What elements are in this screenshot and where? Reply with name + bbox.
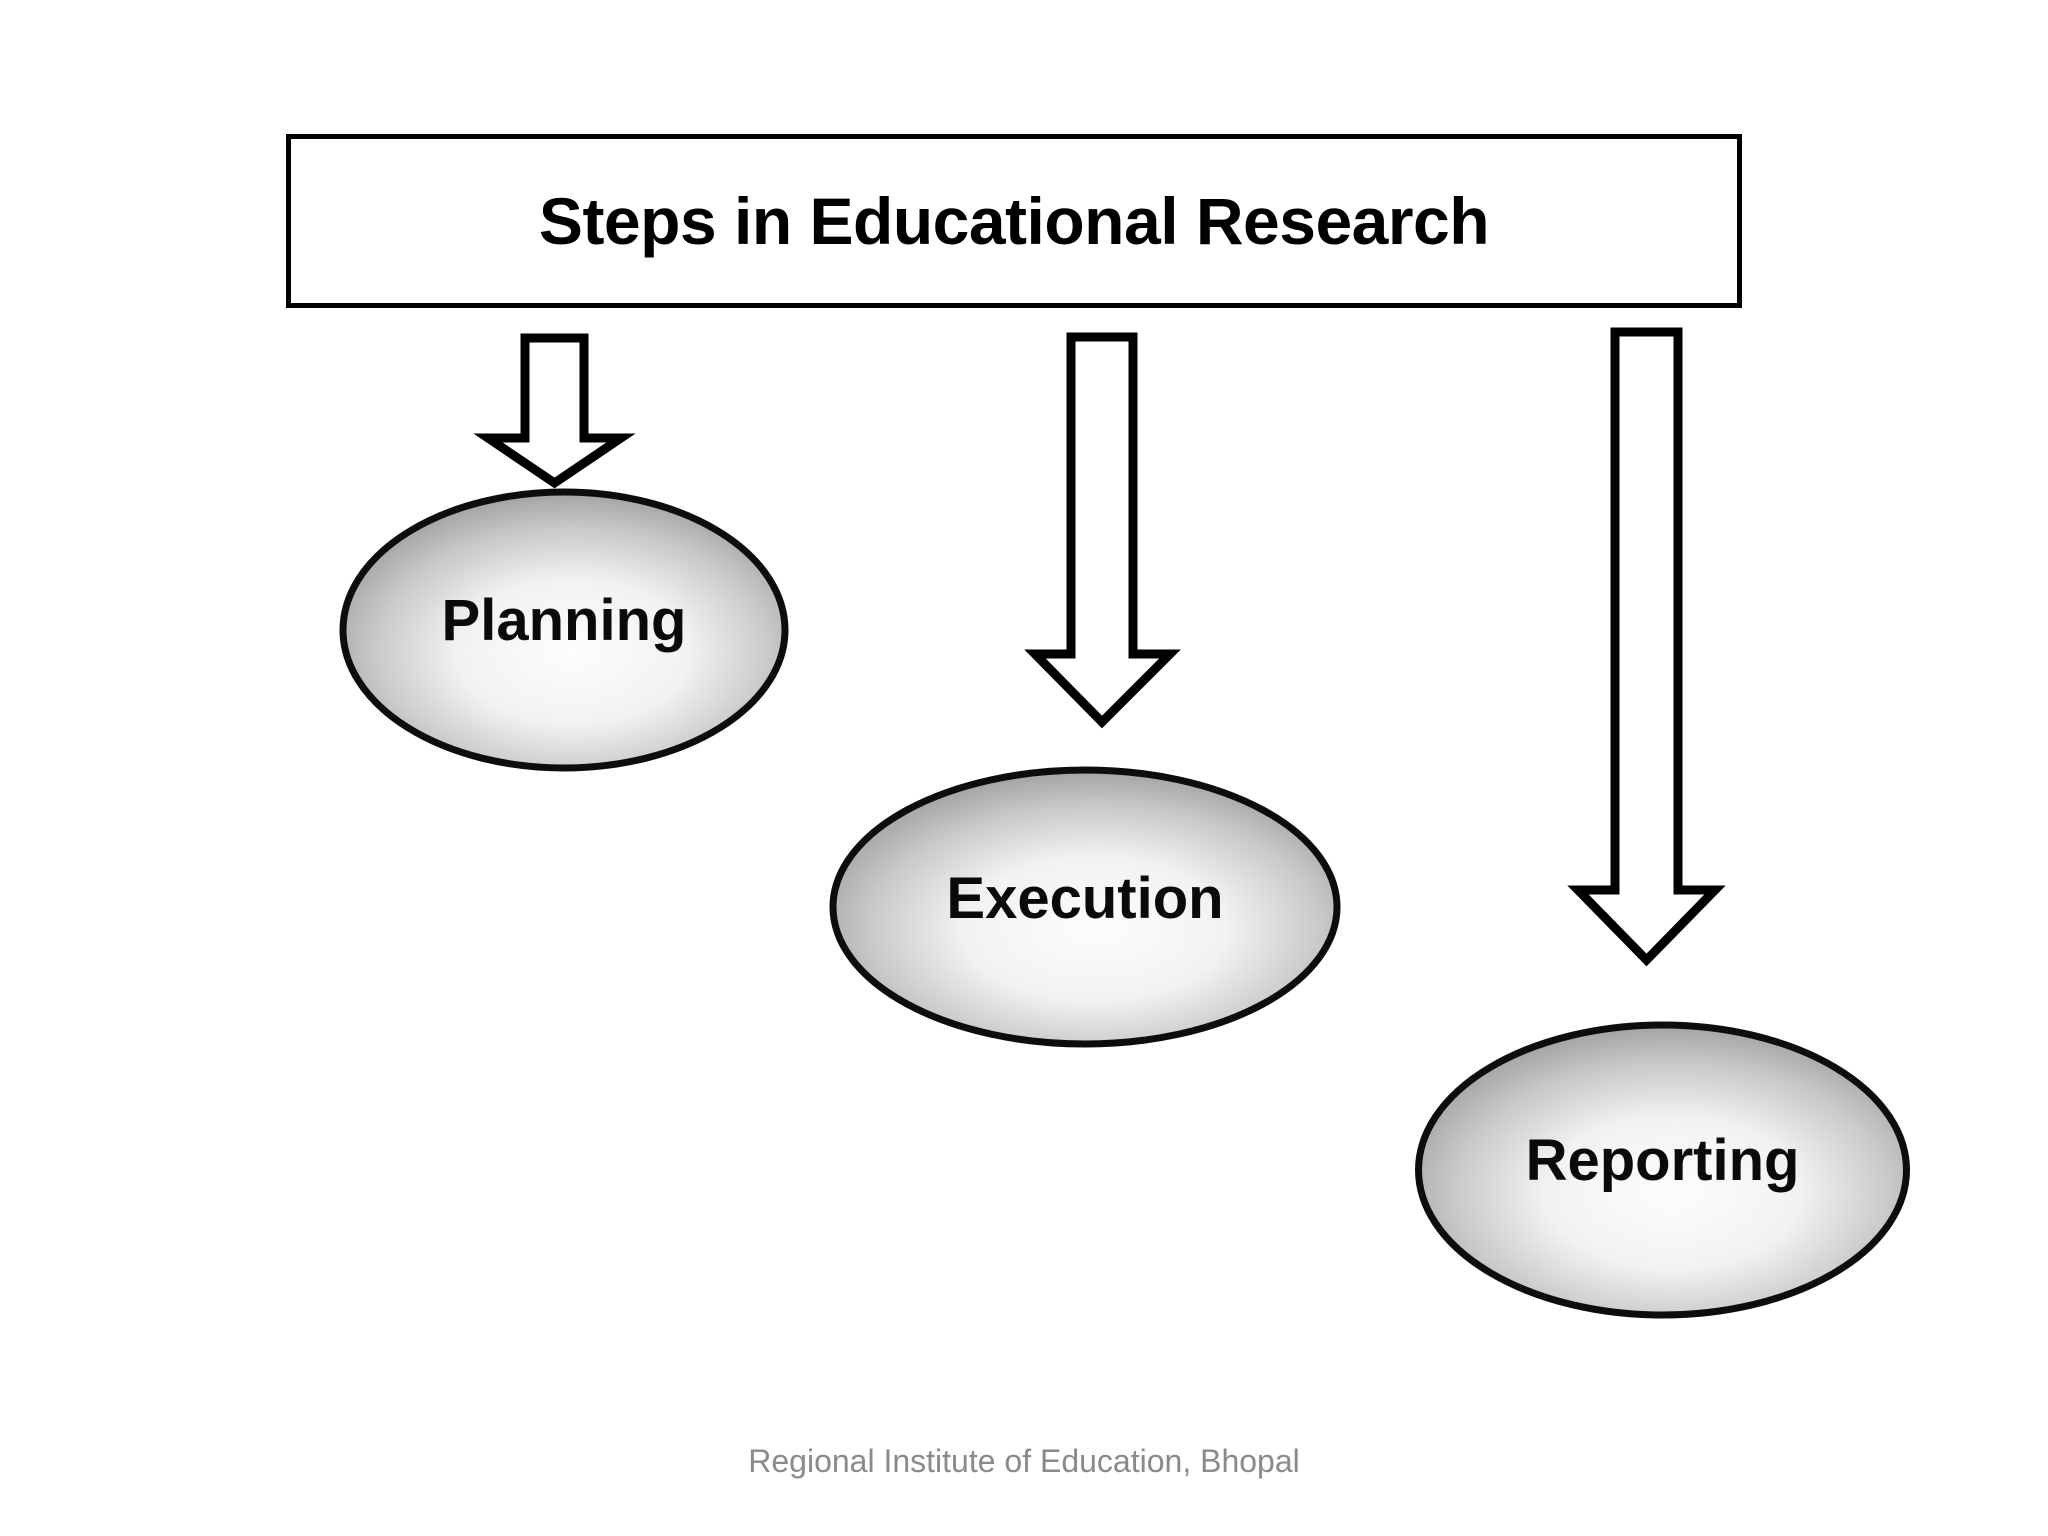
arrow-to-execution-icon <box>1024 332 1181 729</box>
node-reporting[interactable]: Reporting <box>1413 1020 1912 1320</box>
ellipse-shape-planning <box>339 488 789 772</box>
node-execution[interactable]: Execution <box>828 766 1342 1048</box>
ellipse-shape-reporting <box>1415 1021 1910 1319</box>
ellipse-shape-execution <box>829 766 1341 1048</box>
down-arrow-shape <box>473 333 636 489</box>
node-planning[interactable]: Planning <box>338 488 790 772</box>
title-banner: Steps in Educational Research <box>286 134 1742 308</box>
footer-attribution: Regional Institute of Education, Bhopal <box>748 1443 1300 1479</box>
page-title: Steps in Educational Research <box>538 184 1490 258</box>
arrow-to-planning-icon <box>473 333 636 489</box>
arrow-to-reporting-icon <box>1567 327 1726 967</box>
down-arrow-shape <box>1567 327 1726 967</box>
down-arrow-shape <box>1024 332 1181 729</box>
